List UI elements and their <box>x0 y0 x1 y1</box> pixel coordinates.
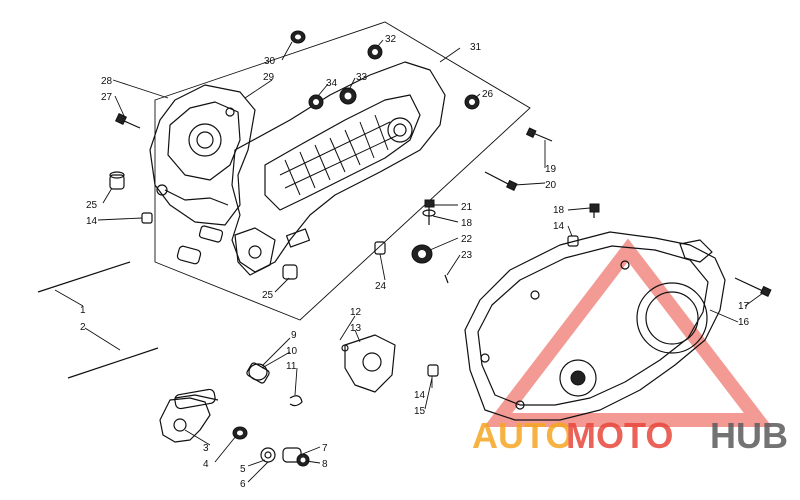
left-crankcase-half <box>149 84 256 226</box>
part-5-6-bushing <box>260 447 276 463</box>
part-9-10-gear <box>246 362 270 384</box>
label-8: 8 <box>322 459 328 470</box>
watermark-auto: AUTO <box>472 415 573 456</box>
label-22: 22 <box>461 234 473 245</box>
label-32: 32 <box>385 34 397 45</box>
leader-lines <box>54 39 764 483</box>
part-30-seal <box>290 30 306 44</box>
part-14c-dowel <box>427 364 439 377</box>
part-1-stud <box>37 261 131 293</box>
part-26-bearing <box>464 94 480 110</box>
label-9: 9 <box>291 330 297 341</box>
label-25a: 25 <box>86 200 98 211</box>
label-14a: 14 <box>86 216 98 227</box>
part-27-bolt <box>115 113 141 129</box>
part-22-seal <box>411 244 433 264</box>
label-17: 17 <box>738 301 750 312</box>
label-29: 29 <box>263 72 275 83</box>
label-13: 13 <box>350 323 362 334</box>
label-21: 21 <box>461 202 473 213</box>
label-24: 24 <box>375 281 387 292</box>
label-14b: 14 <box>553 221 565 232</box>
label-12: 12 <box>350 307 362 318</box>
part-2-stud <box>67 347 159 379</box>
part-12-13-plate <box>341 334 396 393</box>
label-15: 15 <box>414 406 426 417</box>
right-crankcase-half <box>231 61 446 276</box>
part-16-transmission-cover <box>464 231 726 421</box>
crankcase-assembly-outline <box>154 21 531 321</box>
label-6: 6 <box>240 479 246 490</box>
part-3-kick-gear <box>159 388 219 443</box>
part-25b-bushing <box>282 264 298 280</box>
watermark-logo: AUTO MOTO HUB <box>472 415 788 456</box>
part-34-bearing <box>308 94 324 110</box>
label-18b: 18 <box>553 205 565 216</box>
part-14a-dowel <box>141 212 153 224</box>
label-30: 30 <box>264 56 276 67</box>
label-34: 34 <box>326 78 338 89</box>
watermark-hub: HUB <box>710 415 788 456</box>
label-31: 31 <box>470 42 482 53</box>
label-11: 11 <box>286 361 297 372</box>
label-33: 33 <box>356 72 368 83</box>
shaft-parts-center <box>176 225 224 265</box>
watermark-triangle <box>483 238 773 427</box>
label-10: 10 <box>286 346 298 357</box>
label-23: 23 <box>461 250 473 261</box>
label-7: 7 <box>322 443 328 454</box>
part-33-bearing <box>339 87 357 105</box>
label-20: 20 <box>545 180 557 191</box>
label-2: 2 <box>80 322 86 333</box>
label-27: 27 <box>101 92 113 103</box>
label-4: 4 <box>203 459 209 470</box>
part-20-bolt <box>484 171 518 191</box>
part-23-pin <box>444 274 449 284</box>
part-7-8-bushing <box>282 447 310 467</box>
part-21-18-bolt <box>422 199 436 225</box>
part-14b-dowel <box>567 235 579 247</box>
label-1: 1 <box>80 305 86 316</box>
label-5: 5 <box>240 464 246 475</box>
part-labels: 1 2 3 4 5 6 7 8 9 10 11 12 13 14 14 14 1… <box>80 34 750 490</box>
part-24-plug <box>374 241 386 255</box>
watermark-moto: MOTO <box>566 415 673 456</box>
label-3: 3 <box>203 443 209 454</box>
label-26: 26 <box>482 89 494 100</box>
label-19: 19 <box>545 164 557 175</box>
part-25a-bushing <box>109 171 125 190</box>
part-4-washer <box>232 426 248 440</box>
label-28: 28 <box>101 76 113 87</box>
part-11-clip <box>289 395 303 407</box>
label-14c: 14 <box>414 390 426 401</box>
part-32-seal <box>367 44 383 60</box>
label-25b: 25 <box>262 290 274 301</box>
part-19-bolt <box>525 127 553 142</box>
part-17-bolt <box>734 277 772 297</box>
part-18b-bolt <box>589 203 600 218</box>
label-18a: 18 <box>461 218 473 229</box>
label-16: 16 <box>738 317 750 328</box>
